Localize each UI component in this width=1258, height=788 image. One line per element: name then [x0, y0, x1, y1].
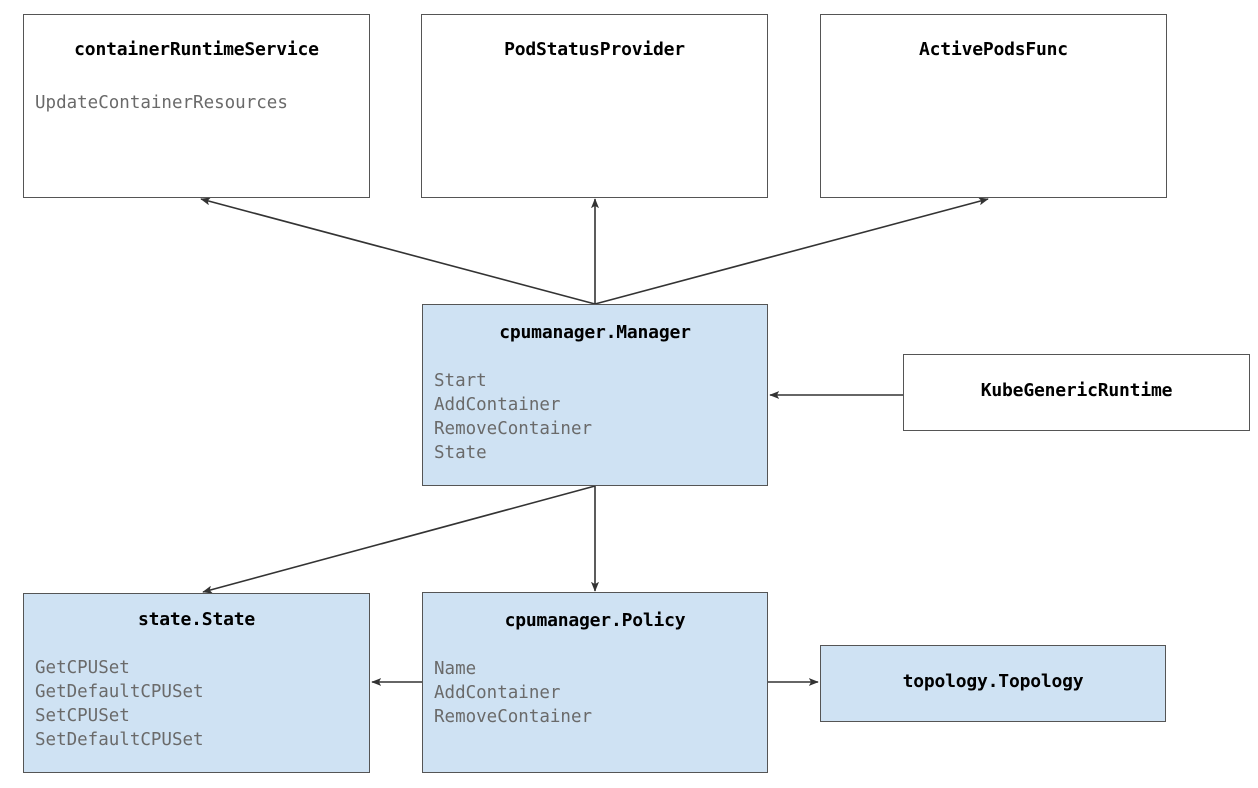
- node-member: GetCPUSet: [35, 658, 130, 678]
- node-kube-generic-runtime[interactable]: KubeGenericRuntime: [903, 354, 1250, 431]
- node-member: SetDefaultCPUSet: [35, 730, 204, 750]
- node-cpumanager-policy[interactable]: cpumanager.Policy Name AddContainer Remo…: [422, 592, 768, 773]
- node-member: GetDefaultCPUSet: [35, 682, 204, 702]
- node-member: Name: [434, 659, 477, 679]
- node-member: RemoveContainer: [434, 707, 593, 727]
- edge-manager-to-containerruntimeservice: [200, 197, 596, 305]
- node-member: State: [434, 443, 487, 463]
- node-title: KubeGenericRuntime: [980, 380, 1173, 401]
- node-members: GetCPUSet GetDefaultCPUSet SetCPUSet Set…: [35, 656, 363, 752]
- node-pod-status-provider[interactable]: PodStatusProvider: [421, 14, 768, 198]
- node-member: RemoveContainer: [434, 419, 593, 439]
- node-title: containerRuntimeService: [74, 39, 319, 60]
- node-member: UpdateContainerResources: [35, 93, 288, 113]
- edge-manager-to-state: [202, 485, 596, 594]
- node-title: cpumanager.Manager: [499, 322, 691, 343]
- node-member: SetCPUSet: [35, 706, 130, 726]
- node-title: ActivePodsFunc: [919, 39, 1068, 60]
- node-member: AddContainer: [434, 683, 561, 703]
- node-cpumanager-manager[interactable]: cpumanager.Manager Start AddContainer Re…: [422, 304, 768, 486]
- node-title: PodStatusProvider: [504, 39, 685, 60]
- node-member: Start: [434, 371, 487, 391]
- node-title: cpumanager.Policy: [504, 610, 686, 631]
- node-title: state.State: [137, 609, 255, 630]
- node-members: Start AddContainer RemoveContainer State: [434, 369, 761, 465]
- node-member: AddContainer: [434, 395, 561, 415]
- node-state-state[interactable]: state.State GetCPUSet GetDefaultCPUSet S…: [23, 593, 370, 773]
- node-members: Name AddContainer RemoveContainer: [434, 657, 761, 729]
- node-container-runtime-service[interactable]: containerRuntimeService UpdateContainerR…: [23, 14, 370, 198]
- node-members: UpdateContainerResources: [35, 91, 363, 115]
- node-active-pods-func[interactable]: ActivePodsFunc: [820, 14, 1167, 198]
- node-title: topology.Topology: [902, 671, 1084, 692]
- edge-manager-to-activepodsfunc: [594, 197, 989, 305]
- node-topology-topology[interactable]: topology.Topology: [820, 645, 1166, 722]
